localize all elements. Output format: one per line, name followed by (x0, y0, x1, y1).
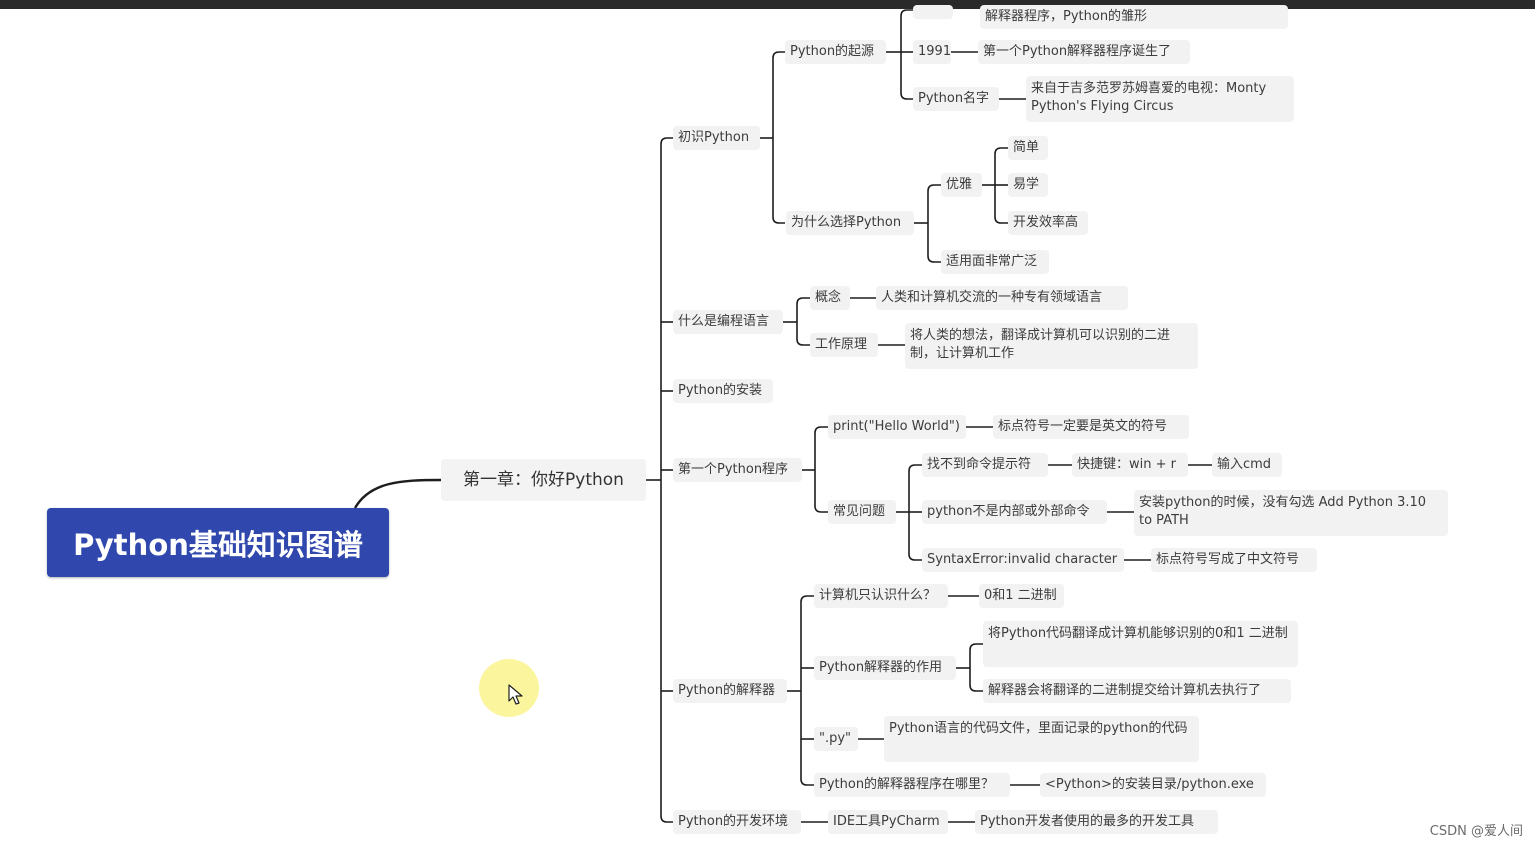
root-label: Python基础知识图谱 (73, 527, 363, 562)
window-top-bar (0, 0, 1535, 9)
node-name-desc[interactable]: 来自于吉多范罗苏姆喜爱的电视：Monty Python's Flying Cir… (1026, 76, 1294, 122)
node-principle[interactable]: 工作原理 (810, 333, 878, 357)
node-efficient[interactable]: 开发效率高 (1008, 211, 1088, 235)
node-faq[interactable]: 常见问题 (828, 500, 896, 524)
chapter-label: 第一章：你好Python (463, 470, 624, 490)
node-py-desc[interactable]: Python语言的代码文件，里面记录的python的代码 (884, 716, 1199, 762)
node-role1[interactable]: 将Python代码翻译成计算机能够识别的0和1 二进制 (983, 621, 1298, 667)
node-print-desc[interactable]: 标点符号一定要是英文的符号 (993, 415, 1189, 439)
first-branches-branch-1 (814, 470, 828, 513)
node-1991[interactable]: 1991 (913, 40, 951, 64)
faq-branches-branch-0 (908, 464, 922, 512)
node-interp[interactable]: Python的解释器 (673, 679, 787, 703)
node-pycharm-desc[interactable]: Python开发者使用的最多的开发工具 (975, 810, 1218, 834)
lang-branches-branch-0 (796, 297, 810, 322)
node-name[interactable]: Python名字 (913, 87, 999, 111)
mouse-pointer-icon (508, 684, 523, 705)
node-syntax-desc[interactable]: 标点符号写成了中文符号 (1151, 548, 1317, 572)
node-wide[interactable]: 适用面非常广泛 (941, 250, 1049, 274)
intro-branches-branch-1 (772, 138, 785, 224)
chapter-node[interactable]: 第一章：你好Python (441, 459, 646, 501)
interp-branches-branch-3 (800, 691, 814, 786)
node-notfound[interactable]: 找不到命令提示符 (922, 453, 1048, 477)
watermark: CSDN @爱人间 (1429, 824, 1523, 839)
node-py[interactable]: ".py" (814, 727, 858, 751)
elegant-branches-branch-0 (994, 147, 1008, 185)
node-where[interactable]: Python的解释器程序在哪里？ (814, 773, 1010, 797)
elegant-branches-branch-2 (994, 185, 1008, 224)
node-first[interactable]: 第一个Python程序 (673, 458, 802, 482)
faq-branches-branch-2 (908, 512, 922, 561)
node-notcmd-desc[interactable]: 安装python的时候，没有勾选 Add Python 3.10 to PATH (1134, 490, 1448, 536)
node-concept-desc[interactable]: 人类和计算机交流的一种专有领域语言 (876, 286, 1128, 310)
node-intro[interactable]: 初识Python (673, 126, 760, 150)
origin-branches-branch-2 (900, 52, 913, 100)
chapter-branches-branch-0 (660, 137, 673, 480)
node-print[interactable]: print("Hello World") (828, 415, 966, 439)
node-notcmd[interactable]: python不是内部或外部命令 (922, 500, 1107, 524)
node-origin[interactable]: Python的起源 (785, 40, 886, 64)
first-branches-branch-0 (814, 426, 828, 470)
node-year-top[interactable] (913, 5, 953, 19)
why-branches-branch-0 (927, 184, 941, 223)
node-concept[interactable]: 概念 (810, 286, 850, 310)
node-binary-q[interactable]: 计算机只认识什么？ (814, 584, 948, 608)
node-principle-desc[interactable]: 将人类的想法，翻译成计算机可以识别的二进制，让计算机工作 (905, 323, 1198, 369)
node-shortcut[interactable]: 快捷键：win + r (1072, 453, 1188, 477)
node-ide[interactable]: Python的开发环境 (673, 810, 801, 834)
root-node[interactable]: Python基础知识图谱 (47, 508, 389, 577)
node-cmd[interactable]: 输入cmd (1212, 453, 1282, 477)
node-elegant[interactable]: 优雅 (941, 173, 982, 197)
chapter-branches-branch-5 (660, 480, 673, 823)
node-binary-a[interactable]: 0和1 二进制 (979, 584, 1064, 608)
node-origin-top[interactable]: 解释器程序，Python的雏形 (980, 5, 1288, 29)
node-easy[interactable]: 易学 (1008, 173, 1048, 197)
node-interp-role[interactable]: Python解释器的作用 (814, 656, 956, 680)
node-install[interactable]: Python的安装 (673, 379, 773, 403)
node-pycharm[interactable]: IDE工具PyCharm (828, 810, 948, 834)
node-role2[interactable]: 解释器会将翻译的二进制提交给计算机去执行了 (983, 679, 1291, 703)
role-branches-branch-1 (969, 668, 983, 692)
node-why[interactable]: 为什么选择Python (786, 211, 914, 235)
node-1991-desc[interactable]: 第一个Python解释器程序诞生了 (978, 40, 1190, 64)
node-where-desc[interactable]: <Python>的安装目录/python.exe (1040, 773, 1266, 797)
node-syntax[interactable]: SyntaxError:invalid character (922, 548, 1124, 572)
node-whatlang[interactable]: 什么是编程语言 (673, 310, 783, 334)
root-to-chapter (353, 478, 442, 509)
origin-branches-branch-0 (900, 9, 913, 52)
node-simple[interactable]: 简单 (1008, 136, 1048, 160)
role-branches-branch-0 (969, 643, 983, 668)
intro-branches-branch-0 (772, 51, 785, 138)
why-branches-branch-1 (927, 223, 941, 263)
lang-branches-branch-1 (796, 322, 810, 346)
interp-branches-branch-0 (800, 595, 814, 691)
